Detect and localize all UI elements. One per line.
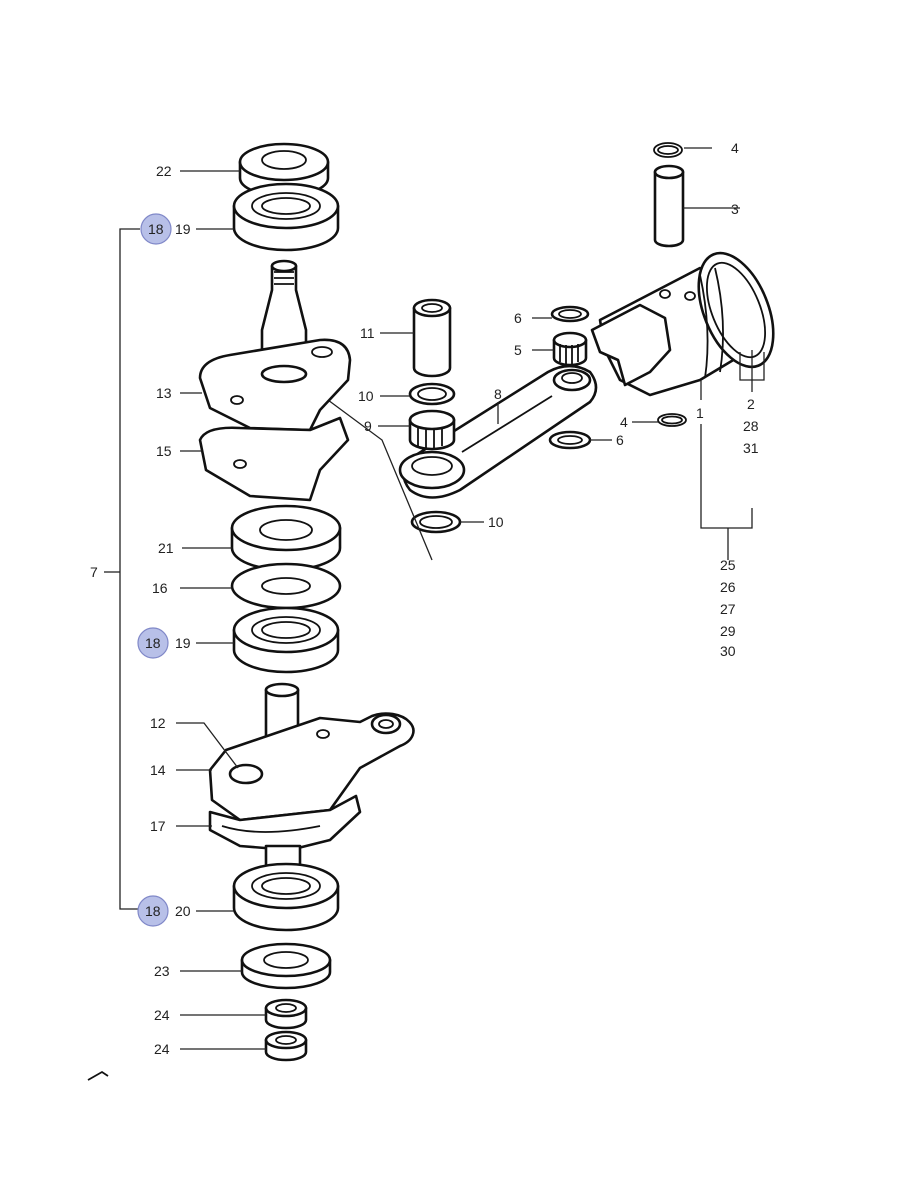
leader-lines bbox=[104, 147, 765, 1050]
small-seal-lower bbox=[264, 1030, 308, 1062]
label-15: 15 bbox=[156, 443, 172, 459]
label-2: 2 bbox=[747, 396, 755, 412]
crank-pin bbox=[412, 298, 452, 378]
label-6-lower: 6 bbox=[616, 432, 624, 448]
label-8: 8 bbox=[494, 386, 502, 402]
label-5: 5 bbox=[514, 342, 522, 358]
label-25: 25 bbox=[720, 557, 736, 573]
label-13: 13 bbox=[156, 385, 172, 401]
label-17: 17 bbox=[150, 818, 166, 834]
label-7: 7 bbox=[90, 564, 98, 580]
small-end-bearing bbox=[550, 305, 590, 367]
washer-lower bbox=[548, 430, 592, 450]
label-20: 20 bbox=[175, 903, 191, 919]
thrust-washer-lower bbox=[410, 510, 462, 534]
label-3: 3 bbox=[731, 201, 739, 217]
label-27: 27 bbox=[720, 601, 736, 617]
label-29: 29 bbox=[720, 623, 736, 639]
label-16: 16 bbox=[152, 580, 168, 596]
big-end-bearing bbox=[408, 409, 456, 451]
callout-18-bottom[interactable]: 18 bbox=[137, 895, 169, 927]
label-28: 28 bbox=[743, 418, 759, 434]
svg-text:18: 18 bbox=[145, 903, 161, 919]
bearing-top bbox=[232, 182, 340, 252]
label-4-lower: 4 bbox=[620, 414, 628, 430]
label-24-lower: 24 bbox=[154, 1041, 170, 1057]
label-26: 26 bbox=[720, 579, 736, 595]
label-23: 23 bbox=[154, 963, 170, 979]
label-12: 12 bbox=[150, 715, 166, 731]
label-11: 11 bbox=[360, 325, 375, 341]
thrust-washer-upper bbox=[408, 382, 456, 406]
svg-text:18: 18 bbox=[148, 221, 164, 237]
corner-mark bbox=[87, 1070, 109, 1081]
label-21: 21 bbox=[158, 540, 174, 556]
connecting-rod bbox=[398, 364, 598, 499]
label-6-top: 6 bbox=[514, 310, 522, 326]
label-10-bottom: 10 bbox=[488, 514, 504, 530]
bearing-bottom bbox=[232, 862, 340, 932]
callout-18-top[interactable]: 18 bbox=[140, 213, 172, 245]
label-19-top: 19 bbox=[175, 221, 191, 237]
part-labels: 22 19 13 15 21 7 16 19 12 14 17 20 23 24… bbox=[90, 140, 759, 1057]
piston bbox=[590, 251, 775, 397]
crank-web-13 bbox=[198, 338, 352, 432]
label-14: 14 bbox=[150, 762, 166, 778]
label-1: 1 bbox=[696, 405, 704, 421]
circlip-top bbox=[653, 142, 683, 158]
oil-seal-bottom bbox=[240, 942, 332, 990]
label-24-upper: 24 bbox=[154, 1007, 170, 1023]
label-4-top: 4 bbox=[731, 140, 739, 156]
label-22: 22 bbox=[156, 163, 172, 179]
label-9: 9 bbox=[364, 418, 372, 434]
labyrinth-seal bbox=[230, 504, 342, 572]
label-19-mid: 19 bbox=[175, 635, 191, 651]
spacer-plate bbox=[230, 562, 342, 610]
label-10-top: 10 bbox=[358, 388, 374, 404]
piston-pin bbox=[653, 164, 685, 248]
crank-web-15 bbox=[198, 416, 350, 502]
bearing-middle bbox=[232, 606, 340, 674]
label-31: 31 bbox=[743, 440, 759, 456]
small-seal-upper bbox=[264, 998, 308, 1030]
callout-18-middle[interactable]: 18 bbox=[137, 627, 169, 659]
circlip-lower bbox=[657, 413, 687, 427]
crank-web-17 bbox=[208, 794, 362, 852]
label-30: 30 bbox=[720, 643, 736, 659]
crank-web-14 bbox=[208, 712, 415, 822]
svg-text:18: 18 bbox=[145, 635, 161, 651]
